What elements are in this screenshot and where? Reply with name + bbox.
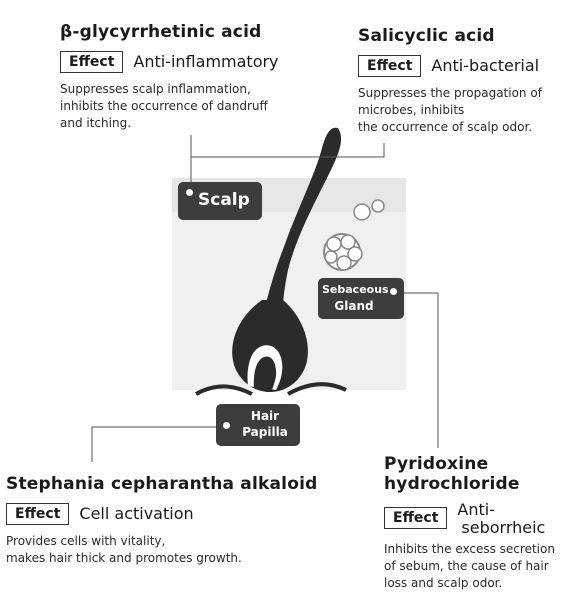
sebaceous-gland-shape (323, 233, 363, 271)
ingredient-description: Suppresses scalp inflammation, inhibits … (60, 81, 279, 132)
effect-line: seborrheic (461, 518, 546, 537)
description-line: Provides cells with vitality, (6, 534, 166, 548)
gland-bubble (353, 203, 371, 221)
description-line: of sebum, the cause of hair (384, 559, 549, 573)
effect-badge: Effect (358, 55, 422, 77)
ingredient-pyridoxine: Pyridoxine hydrochloride Effect Anti- se… (384, 454, 555, 592)
ingredient-title: Stephania cepharantha alkaloid (6, 474, 318, 494)
description-line: Suppresses scalp inflammation, (60, 82, 251, 96)
title-line: Pyridoxine (384, 454, 489, 474)
ingredient-description: Inhibits the excess secretion of sebum, … (384, 541, 555, 592)
description-line: loss and scalp odor. (384, 576, 503, 590)
papilla-dot (223, 422, 230, 429)
description-line: microbes, inhibits (358, 103, 465, 117)
description-line: makes hair thick and promotes growth. (6, 551, 242, 565)
ingredient-stephania: Stephania cepharantha alkaloid Effect Ce… (6, 474, 317, 567)
dermis-curve-right (287, 382, 347, 396)
effect-line: Anti- (457, 500, 495, 519)
effect-badge: Effect (6, 503, 70, 525)
hair-strand (262, 127, 342, 322)
title-line: hydrochloride (384, 474, 520, 494)
scalp-label-text: Scalp (198, 190, 250, 210)
effect-value: Anti-inflammatory (133, 52, 279, 71)
sebaceous-label-line-1: Sebaceous (322, 283, 389, 296)
description-line: and itching. (60, 116, 132, 130)
dermis-curve-left (195, 384, 253, 396)
effect-badge: Effect (60, 51, 124, 73)
scalp-dot (186, 189, 193, 196)
ingredient-glycyrrhetinic: β-glycyrrhetinic acid Effect Anti-inflam… (60, 22, 279, 132)
sebaceous-label-line-2: Gland (334, 299, 374, 313)
papilla-inner (253, 356, 277, 390)
description-line: the occurrence of scalp odor. (358, 120, 533, 134)
effect-badge: Effect (384, 507, 448, 529)
sebaceous-gland-label: Sebaceous Gland (318, 278, 404, 319)
ingredient-title: Salicyclic acid (358, 26, 495, 46)
description-line: Suppresses the propagation of (358, 86, 542, 100)
leader-line-papilla (91, 426, 219, 462)
gland-bubble (371, 199, 385, 213)
effect-value: Cell activation (79, 504, 194, 523)
leader-line-glycyrrhetinic (190, 135, 385, 158)
effect-value: Anti- seborrheic (457, 501, 545, 537)
ingredient-salicyclic: Salicyclic acid Effect Anti-bacterial Su… (358, 26, 542, 136)
description-line: Inhibits the excess secretion (384, 542, 555, 556)
ingredient-title: β-glycyrrhetinic acid (60, 22, 262, 42)
hair-papilla-label: Hair Papilla (216, 404, 300, 446)
sebaceous-dot (390, 288, 397, 295)
ingredient-description: Provides cells with vitality, makes hair… (6, 533, 317, 567)
scalp-label: Scalp (178, 182, 262, 220)
leader-line-sebaceous (398, 292, 439, 448)
ingredient-title: Pyridoxine hydrochloride (384, 454, 555, 494)
papilla-label-line-1: Hair (250, 409, 280, 423)
effect-value: Anti-bacterial (431, 56, 540, 75)
description-line: inhibits the occurrence of dandruff (60, 99, 268, 113)
ingredient-description: Suppresses the propagation of microbes, … (358, 85, 542, 136)
papilla-label-line-2: Papilla (242, 425, 288, 439)
